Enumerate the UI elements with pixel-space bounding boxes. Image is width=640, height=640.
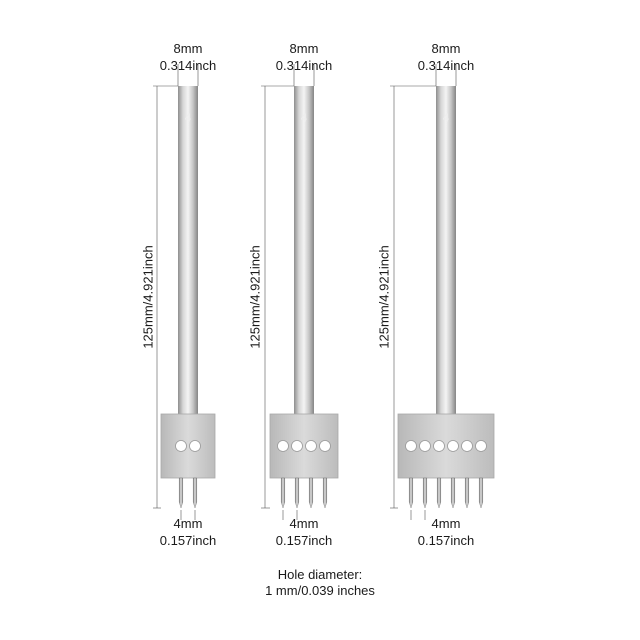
head-hole — [189, 440, 201, 452]
head-hole — [305, 440, 317, 452]
prong — [423, 477, 427, 509]
head-hole — [447, 440, 459, 452]
shaft-mark: 4 — [184, 111, 192, 125]
prong — [295, 477, 299, 509]
head-hole — [433, 440, 445, 452]
prong — [437, 477, 441, 509]
head-hole — [291, 440, 303, 452]
length-label: 125mm/4.921inch — [140, 245, 156, 349]
spacing-inch-label: 0.157inch — [275, 533, 333, 548]
prong — [309, 477, 313, 509]
tool-shaft — [436, 86, 456, 414]
head-hole — [319, 440, 331, 452]
head-hole — [277, 440, 289, 452]
footer-line-2: 1 mm/0.039 inches — [265, 583, 375, 598]
prong — [479, 477, 483, 509]
tool-shaft — [178, 86, 198, 414]
shaft-width-inch-label: 0.314inch — [417, 58, 475, 73]
shaft-width-label: 8mm — [289, 41, 319, 56]
prong — [179, 477, 183, 509]
tool-shaft — [294, 86, 314, 414]
punch-tool — [153, 64, 216, 520]
shaft-width-label: 8mm — [173, 41, 203, 56]
head-hole — [461, 440, 473, 452]
length-label: 125mm/4.921inch — [247, 245, 263, 349]
spacing-inch-label: 0.157inch — [417, 533, 475, 548]
spacing-label: 4mm — [431, 516, 461, 531]
head-hole — [419, 440, 431, 452]
spacing-label: 4mm — [173, 516, 203, 531]
shaft-width-label: 8mm — [431, 41, 461, 56]
head-hole — [405, 440, 417, 452]
prong — [465, 477, 469, 509]
punch-tool — [261, 64, 339, 520]
head-hole — [175, 440, 187, 452]
prong — [281, 477, 285, 509]
length-label: 125mm/4.921inch — [376, 245, 392, 349]
shaft-mark: 4 — [300, 111, 308, 125]
shaft-width-inch-label: 0.314inch — [275, 58, 333, 73]
prong — [193, 477, 197, 509]
shaft-width-inch-label: 0.314inch — [159, 58, 217, 73]
prong — [323, 477, 327, 509]
punch-tool — [390, 64, 495, 520]
prong — [409, 477, 413, 509]
tool-head — [160, 413, 216, 479]
spacing-label: 4mm — [289, 516, 319, 531]
head-hole — [475, 440, 487, 452]
prong — [451, 477, 455, 509]
shaft-mark: 4 — [442, 111, 450, 125]
footer-line-1: Hole diameter: — [277, 567, 363, 582]
spacing-inch-label: 0.157inch — [159, 533, 217, 548]
